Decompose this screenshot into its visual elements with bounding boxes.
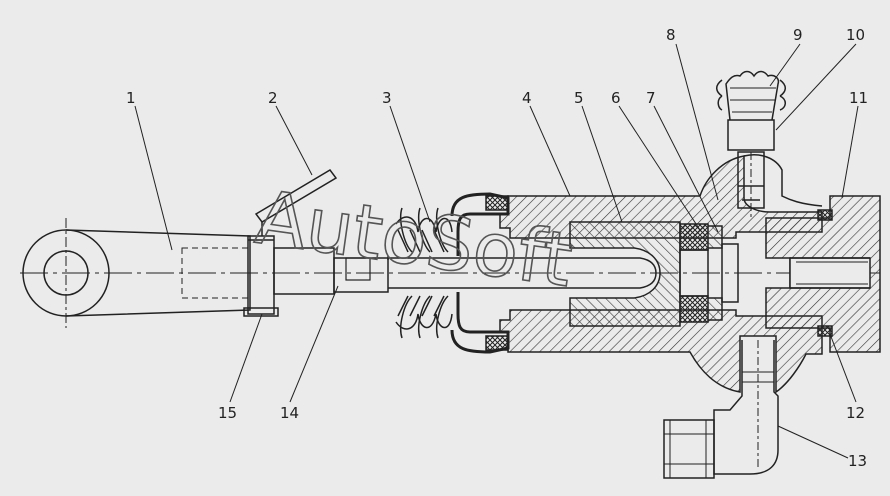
callout-10: 10 [846, 26, 865, 44]
leader-1 [134, 105, 173, 251]
leader-lines [134, 43, 859, 459]
leader-2 [275, 105, 313, 176]
callout-8: 8 [666, 26, 676, 44]
callout-5: 5 [574, 89, 584, 107]
outlet-elbow-fitting [663, 340, 779, 479]
plug-seal [817, 209, 833, 337]
bleeder-cap [716, 70, 786, 151]
spacer-ring [708, 225, 739, 321]
watermark: AutoSoft [251, 175, 578, 304]
leader-3 [389, 105, 431, 223]
piston-seal [679, 223, 709, 323]
leader-10 [775, 43, 857, 131]
callout-15: 15 [218, 404, 237, 422]
callout-9: 9 [793, 26, 803, 44]
leader-12 [829, 333, 857, 403]
callout-6: 6 [611, 89, 621, 107]
leader-14 [289, 285, 339, 403]
leader-13 [777, 425, 849, 459]
leader-6 [618, 105, 701, 231]
pushrod-threaded-end [181, 247, 251, 299]
callout-2: 2 [268, 89, 278, 107]
piston-rod [388, 257, 657, 289]
callout-7: 7 [646, 89, 656, 107]
leader-9 [769, 43, 801, 87]
callout-3: 3 [382, 89, 392, 107]
leader-4 [529, 105, 571, 197]
leader-5 [581, 105, 623, 223]
end-plug [765, 195, 881, 353]
pushrod [273, 247, 389, 295]
return-spring [387, 207, 453, 339]
leader-11 [841, 105, 859, 199]
callout-labels: 1 2 3 4 5 6 7 8 9 10 11 12 13 14 15 [126, 26, 868, 470]
callout-14: 14 [280, 404, 299, 422]
boot-clip [254, 169, 338, 236]
leader-15 [229, 313, 263, 403]
callout-1: 1 [126, 89, 136, 107]
callout-4: 4 [522, 89, 532, 107]
callout-11: 11 [849, 89, 868, 107]
piston [569, 221, 681, 327]
leader-7 [653, 105, 719, 233]
leader-8 [675, 43, 719, 201]
callout-12: 12 [846, 404, 865, 422]
callout-13: 13 [848, 452, 867, 470]
bleeder-valve [737, 151, 765, 220]
